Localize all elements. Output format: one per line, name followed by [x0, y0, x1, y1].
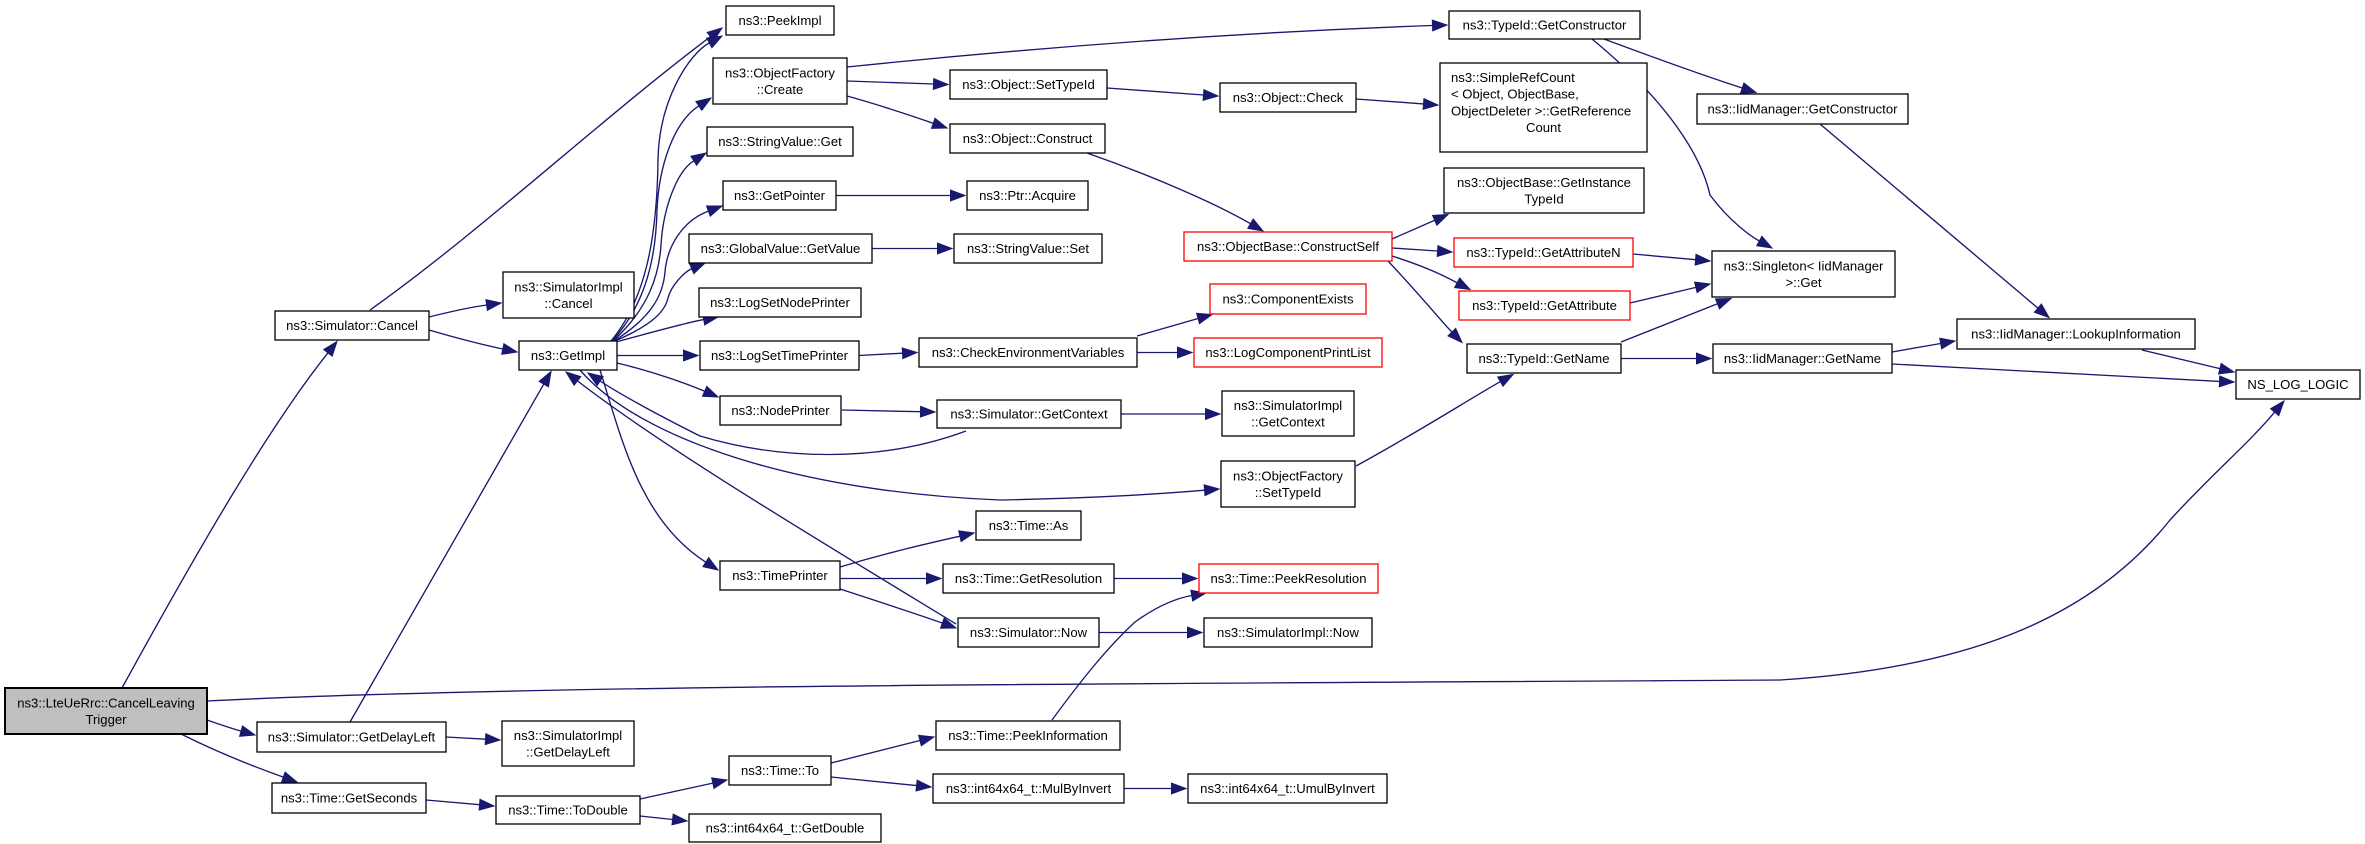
svg-text:ns3::TypeId::GetConstructor: ns3::TypeId::GetConstructor	[1463, 18, 1627, 33]
svg-text:ns3::ComponentExists: ns3::ComponentExists	[1222, 292, 1353, 307]
svg-text:Count: Count	[1526, 120, 1561, 135]
svg-text:::SetTypeId: ::SetTypeId	[1255, 485, 1321, 500]
svg-text:ns3::Object::Check: ns3::Object::Check	[1233, 90, 1344, 105]
svg-text:ns3::StringValue::Get: ns3::StringValue::Get	[718, 134, 842, 149]
svg-text:ns3::StringValue::Set: ns3::StringValue::Set	[967, 241, 1089, 256]
svg-text:::GetDelayLeft: ::GetDelayLeft	[526, 745, 610, 760]
svg-text:ns3::LteUeRrc::CancelLeaving: ns3::LteUeRrc::CancelLeaving	[17, 695, 195, 710]
svg-text:ns3::NodePrinter: ns3::NodePrinter	[731, 403, 830, 418]
svg-text:ns3::Time::As: ns3::Time::As	[989, 518, 1069, 533]
svg-text:ns3::Simulator::Now: ns3::Simulator::Now	[970, 625, 1088, 640]
svg-text:ns3::SimpleRefCount: ns3::SimpleRefCount	[1451, 70, 1575, 85]
svg-text:ns3::GetPointer: ns3::GetPointer	[734, 188, 826, 203]
svg-text:< Object, ObjectBase,: < Object, ObjectBase,	[1451, 87, 1579, 102]
svg-text:ns3::TypeId::GetAttributeN: ns3::TypeId::GetAttributeN	[1466, 245, 1620, 260]
svg-text:ns3::CheckEnvironmentVariables: ns3::CheckEnvironmentVariables	[932, 345, 1125, 360]
svg-text:ns3::SimulatorImpl::Now: ns3::SimulatorImpl::Now	[1217, 625, 1359, 640]
svg-text:ns3::int64x64_t::MulByInvert: ns3::int64x64_t::MulByInvert	[946, 781, 1112, 796]
svg-text:ns3::Time::ToDouble: ns3::Time::ToDouble	[508, 803, 628, 818]
svg-text:ns3::TypeId::GetAttribute: ns3::TypeId::GetAttribute	[1472, 298, 1617, 313]
svg-text:ns3::TypeId::GetName: ns3::TypeId::GetName	[1478, 351, 1609, 366]
svg-text:ns3::LogSetNodePrinter: ns3::LogSetNodePrinter	[710, 295, 850, 310]
svg-text:ns3::SimulatorImpl: ns3::SimulatorImpl	[514, 728, 623, 743]
svg-text:::Cancel: ::Cancel	[544, 296, 592, 311]
svg-text:ns3::ObjectFactory: ns3::ObjectFactory	[1233, 468, 1343, 483]
svg-text:ns3::Object::SetTypeId: ns3::Object::SetTypeId	[962, 77, 1094, 92]
svg-text:ns3::TimePrinter: ns3::TimePrinter	[732, 568, 828, 583]
svg-text:ns3::ObjectFactory: ns3::ObjectFactory	[725, 65, 835, 80]
svg-text:ns3::GetImpl: ns3::GetImpl	[531, 348, 605, 363]
svg-text:ns3::Singleton< IidManager: ns3::Singleton< IidManager	[1724, 258, 1884, 273]
svg-text:ns3::IidManager::GetConstructo: ns3::IidManager::GetConstructor	[1708, 102, 1899, 117]
svg-text:ns3::IidManager::GetName: ns3::IidManager::GetName	[1724, 351, 1881, 366]
svg-text:::Create: ::Create	[757, 82, 804, 97]
svg-text:Trigger: Trigger	[86, 712, 128, 727]
svg-text:ns3::LogSetTimePrinter: ns3::LogSetTimePrinter	[711, 348, 849, 363]
svg-text:::GetContext: ::GetContext	[1251, 415, 1325, 430]
svg-text:ns3::Object::Construct: ns3::Object::Construct	[963, 131, 1093, 146]
svg-text:>::Get: >::Get	[1785, 275, 1821, 290]
svg-text:ns3::Time::PeekResolution: ns3::Time::PeekResolution	[1211, 571, 1367, 586]
svg-text:TypeId: TypeId	[1524, 192, 1563, 207]
svg-text:ns3::GlobalValue::GetValue: ns3::GlobalValue::GetValue	[701, 241, 861, 256]
svg-text:ns3::Simulator::Cancel: ns3::Simulator::Cancel	[286, 318, 418, 333]
svg-text:ns3::IidManager::LookupInforma: ns3::IidManager::LookupInformation	[1971, 327, 2181, 342]
svg-text:ns3::Time::PeekInformation: ns3::Time::PeekInformation	[948, 728, 1108, 743]
svg-text:ns3::int64x64_t::GetDouble: ns3::int64x64_t::GetDouble	[706, 821, 865, 836]
svg-text:ns3::Ptr::Acquire: ns3::Ptr::Acquire	[979, 188, 1076, 203]
svg-text:NS_LOG_LOGIC: NS_LOG_LOGIC	[2247, 377, 2348, 392]
svg-text:ns3::ObjectBase::ConstructSelf: ns3::ObjectBase::ConstructSelf	[1197, 239, 1379, 254]
svg-text:ns3::Time::To: ns3::Time::To	[741, 763, 819, 778]
svg-text:ns3::Simulator::GetContext: ns3::Simulator::GetContext	[950, 407, 1108, 422]
svg-text:ns3::Time::GetResolution: ns3::Time::GetResolution	[955, 571, 1102, 586]
svg-text:ns3::PeekImpl: ns3::PeekImpl	[739, 13, 822, 28]
svg-text:ObjectDeleter >::GetReference: ObjectDeleter >::GetReference	[1451, 103, 1631, 118]
svg-text:ns3::ObjectBase::GetInstance: ns3::ObjectBase::GetInstance	[1457, 175, 1631, 190]
svg-text:ns3::Simulator::GetDelayLeft: ns3::Simulator::GetDelayLeft	[268, 730, 436, 745]
svg-text:ns3::SimulatorImpl: ns3::SimulatorImpl	[514, 279, 623, 294]
svg-text:ns3::int64x64_t::UmulByInvert: ns3::int64x64_t::UmulByInvert	[1200, 781, 1375, 796]
svg-text:ns3::LogComponentPrintList: ns3::LogComponentPrintList	[1205, 345, 1371, 360]
svg-text:ns3::SimulatorImpl: ns3::SimulatorImpl	[1234, 398, 1343, 413]
svg-text:ns3::Time::GetSeconds: ns3::Time::GetSeconds	[281, 791, 418, 806]
